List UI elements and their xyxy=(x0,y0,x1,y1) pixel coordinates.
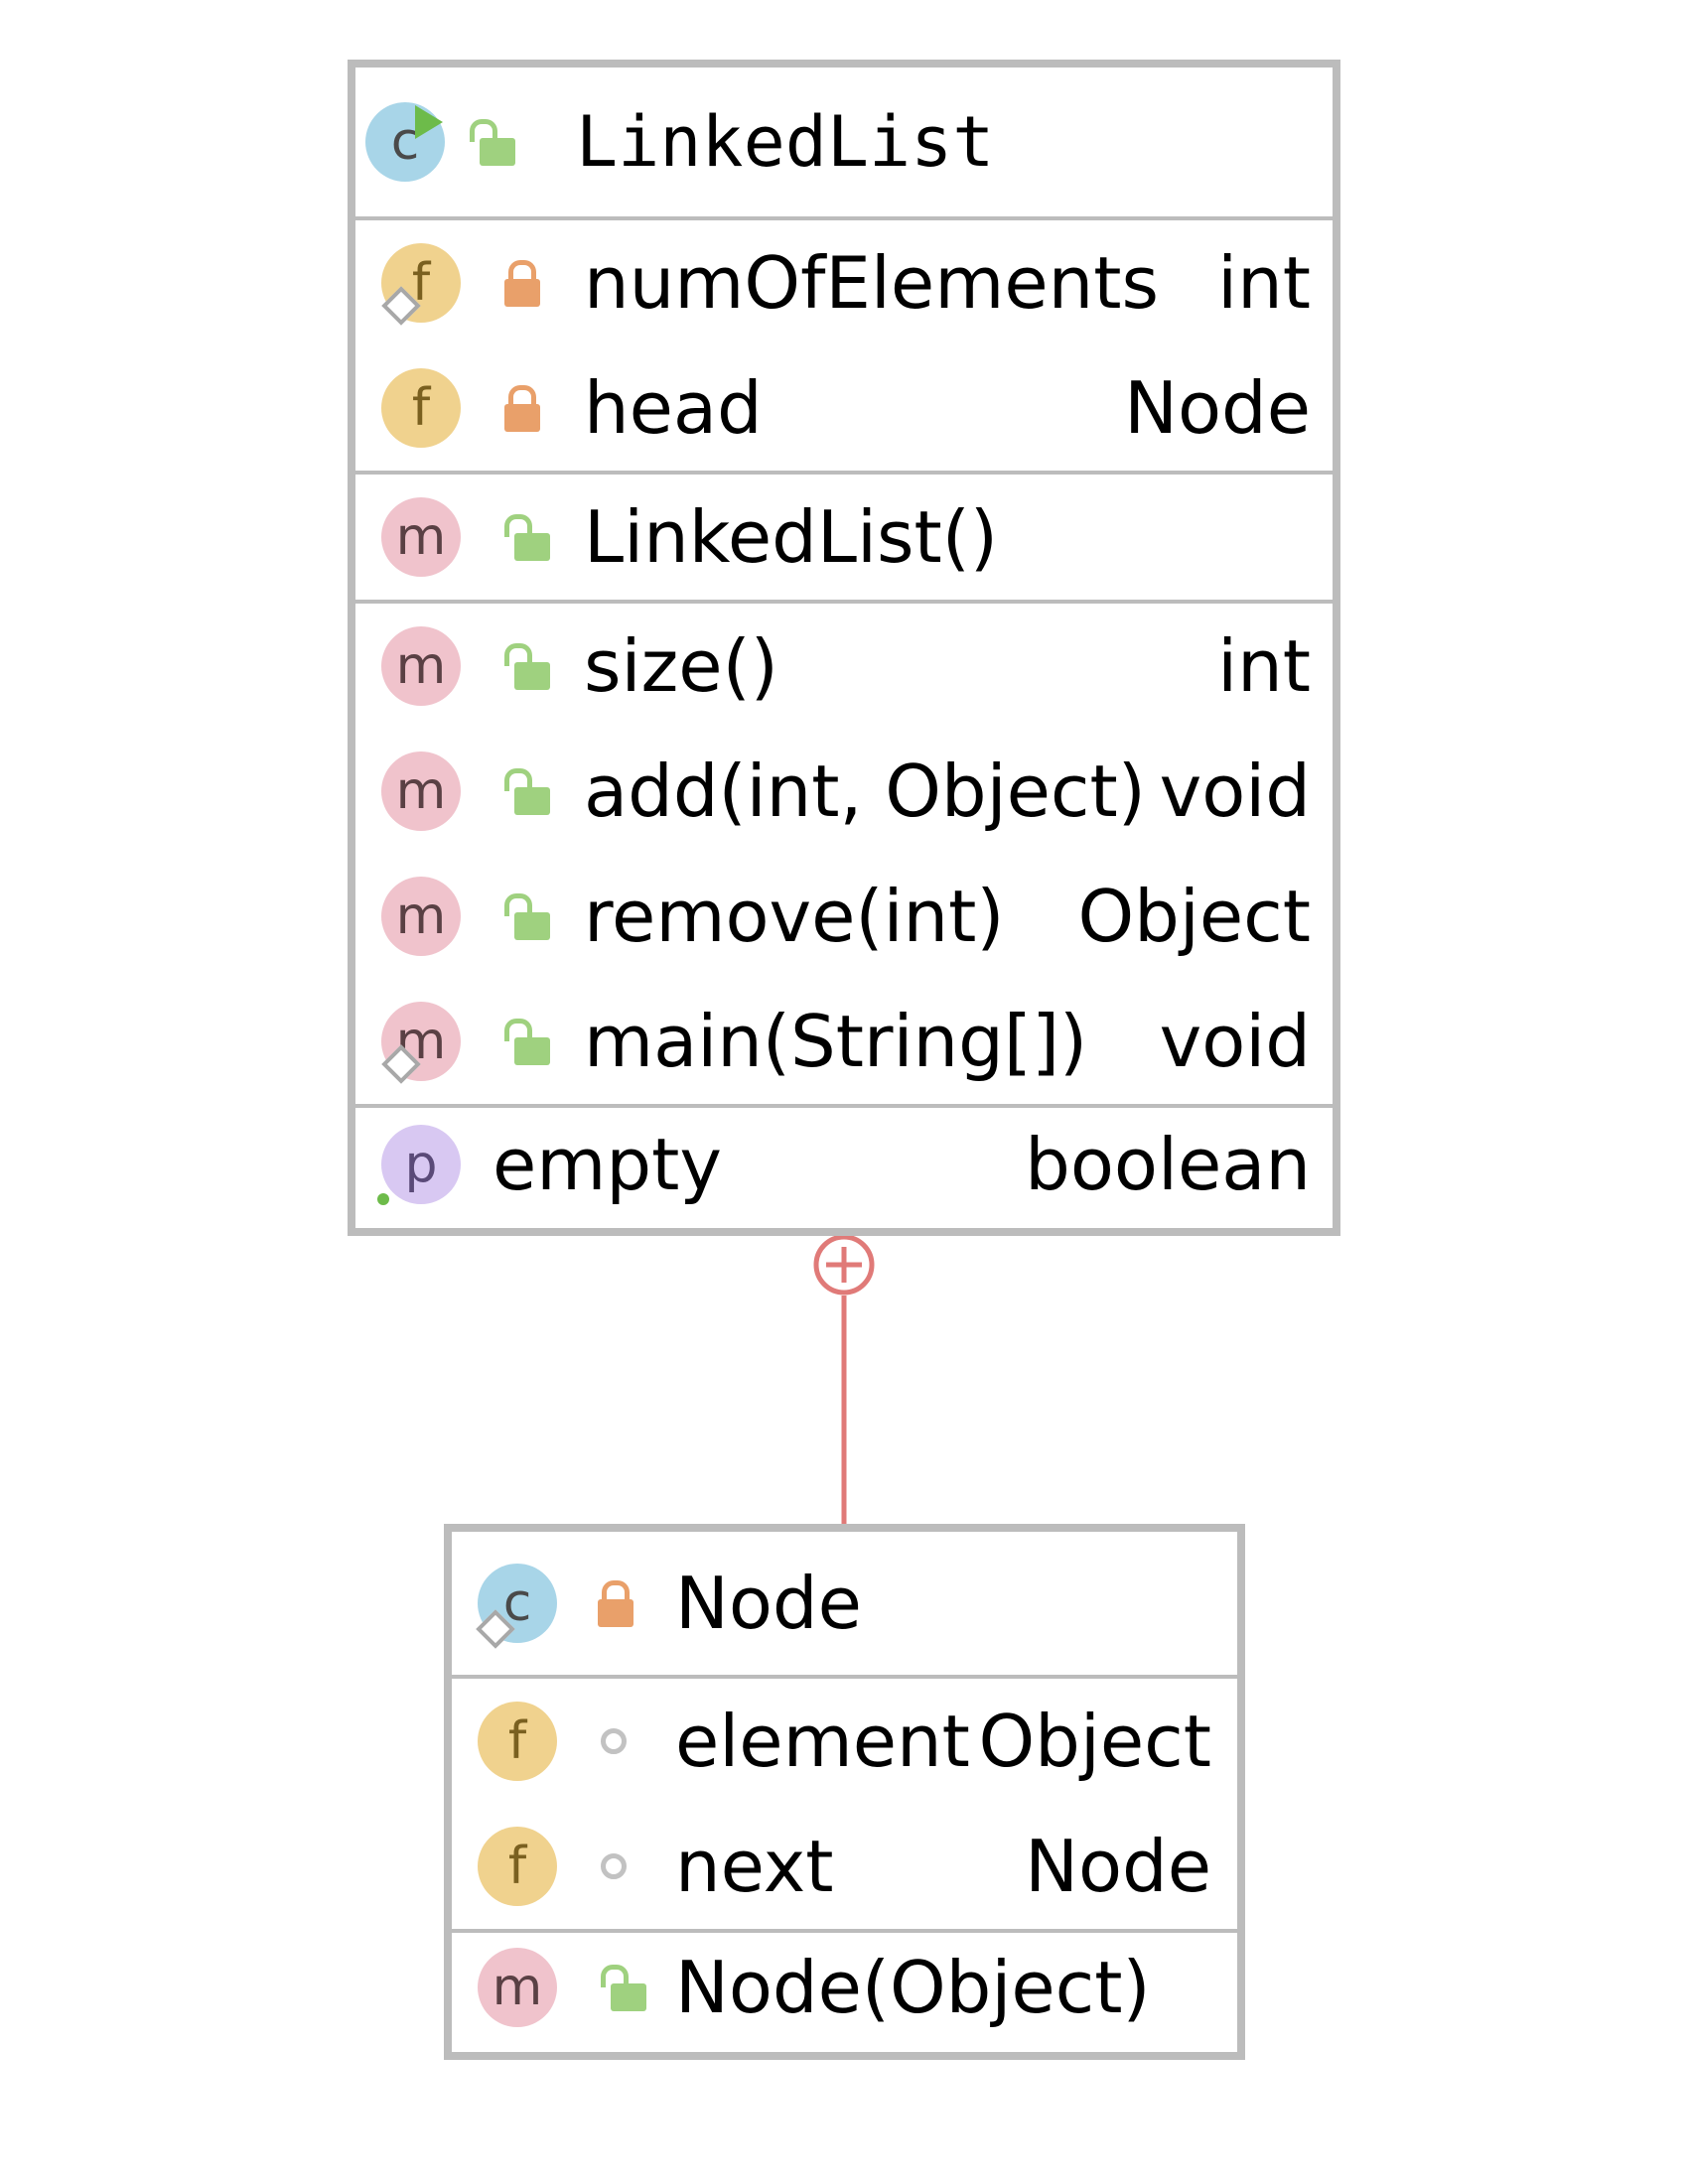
method-return-type: Object xyxy=(1077,875,1312,958)
fields-section: f element Object f next Node xyxy=(452,1675,1237,1929)
package-private-icon xyxy=(601,1853,627,1879)
field-name: numOfElements xyxy=(584,241,1160,325)
class-icon: c xyxy=(365,102,445,182)
field-row[interactable]: f numOfElements int xyxy=(355,220,1333,345)
constructor-name: Node(Object) xyxy=(675,1946,1151,2029)
field-icon: f xyxy=(478,1702,557,1781)
private-lock-icon xyxy=(504,260,540,307)
package-private-icon xyxy=(601,1728,627,1754)
method-icon: m xyxy=(381,877,461,956)
method-name: remove(int) xyxy=(584,875,1005,958)
method-return-type: void xyxy=(1159,750,1311,833)
constructor-row[interactable]: m LinkedList() xyxy=(355,475,1333,600)
public-lock-icon xyxy=(470,119,515,166)
method-row[interactable]: m size() int xyxy=(355,604,1333,729)
class-header: c Node xyxy=(452,1532,1237,1675)
method-icon: m xyxy=(478,1948,557,2027)
method-row[interactable]: m remove(int) Object xyxy=(355,854,1333,979)
run-icon xyxy=(415,105,443,139)
constructors-section: m LinkedList() xyxy=(355,471,1333,600)
getter-dot-icon xyxy=(377,1193,389,1205)
public-lock-icon xyxy=(504,643,550,690)
field-type: Object xyxy=(978,1700,1212,1783)
public-lock-icon xyxy=(601,1965,646,2011)
method-icon: m xyxy=(381,626,461,706)
method-return-type: void xyxy=(1159,1000,1311,1083)
property-icon: p xyxy=(381,1125,461,1204)
method-name: add(int, Object) xyxy=(584,750,1146,833)
constructor-name: LinkedList() xyxy=(584,495,998,579)
method-name: size() xyxy=(584,624,778,708)
method-icon: m xyxy=(381,751,461,831)
field-name: element xyxy=(675,1700,970,1783)
field-type: Node xyxy=(1124,366,1311,450)
class-title: LinkedList xyxy=(576,101,995,183)
field-type: int xyxy=(1217,241,1311,325)
class-title: Node xyxy=(675,1562,862,1645)
class-header: c LinkedList xyxy=(355,68,1333,216)
constructor-row[interactable]: m Node(Object) xyxy=(452,1933,1237,2042)
public-lock-icon xyxy=(504,768,550,815)
nesting-plus-icon xyxy=(813,1234,875,1296)
property-type: boolean xyxy=(1025,1123,1311,1206)
public-lock-icon xyxy=(504,893,550,940)
method-icon: m xyxy=(381,497,461,577)
public-lock-icon xyxy=(504,1019,550,1065)
constructors-section: m Node(Object) xyxy=(452,1929,1237,2042)
field-type: Node xyxy=(1025,1825,1211,1908)
public-lock-icon xyxy=(504,514,550,561)
method-row[interactable]: m main(String[]) void xyxy=(355,979,1333,1104)
field-row[interactable]: f next Node xyxy=(452,1804,1237,1929)
field-name: head xyxy=(584,366,763,450)
property-name: empty xyxy=(492,1123,722,1206)
properties-section: p empty boolean xyxy=(355,1104,1333,1221)
private-lock-icon xyxy=(598,1580,633,1627)
method-name: main(String[]) xyxy=(584,1000,1088,1083)
field-row[interactable]: f head Node xyxy=(355,345,1333,471)
property-row[interactable]: p empty boolean xyxy=(355,1108,1333,1221)
class-box-node[interactable]: c Node f element Object f next Node m No… xyxy=(444,1524,1245,2060)
method-return-type: int xyxy=(1217,624,1311,708)
field-icon: f xyxy=(381,368,461,448)
fields-section: f numOfElements int f head Node xyxy=(355,216,1333,471)
method-row[interactable]: m add(int, Object) void xyxy=(355,729,1333,854)
private-lock-icon xyxy=(504,385,540,432)
class-box-linkedlist[interactable]: c LinkedList f numOfElements int f head … xyxy=(348,60,1340,1236)
methods-section: m size() int m add(int, Object) void m r… xyxy=(355,600,1333,1104)
field-icon: f xyxy=(478,1827,557,1906)
field-name: next xyxy=(675,1825,834,1908)
field-row[interactable]: f element Object xyxy=(452,1679,1237,1804)
